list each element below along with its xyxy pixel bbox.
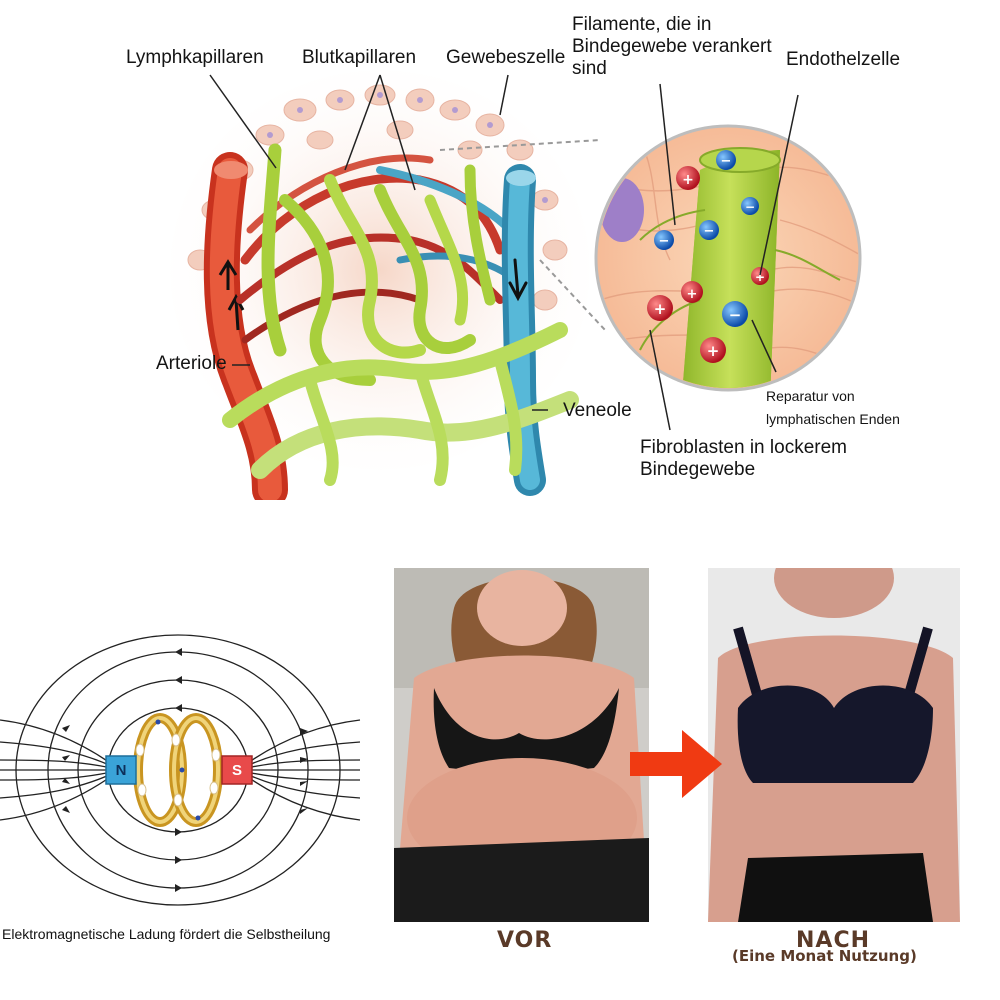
svg-text:+: +: [687, 287, 698, 302]
label-endothelzelle: Endothelzelle: [786, 49, 901, 70]
before-photo: [394, 568, 649, 922]
minus-charge: −: [722, 301, 748, 327]
magnet-caption: Elektromagnetische Ladung fördert die Se…: [2, 926, 331, 942]
label-gewebeszelle: Gewebeszelle: [446, 47, 566, 68]
north-label: N: [115, 762, 127, 779]
veneole-vessel: [376, 164, 546, 496]
label-filamente-line2: Bindegewebe verankert: [572, 36, 772, 57]
after-photo: [708, 568, 960, 922]
plus-charge: +: [700, 337, 726, 363]
plus-charge: +: [681, 281, 703, 303]
svg-text:+: +: [755, 270, 765, 284]
svg-text:−: −: [721, 154, 732, 169]
before-after-arrow: [630, 730, 722, 798]
label-filamente-line1: Filamente, die in: [572, 14, 712, 35]
after-sublabel: (Eine Monat Nutzung): [732, 947, 917, 965]
svg-text:−: −: [704, 224, 715, 239]
charge-particles: + − − − − + + + − +: [647, 150, 769, 363]
label-lymphkapillaren: Lymphkapillaren: [126, 47, 264, 68]
bracelet-pair: [133, 713, 223, 827]
after-label: NACH: [796, 928, 870, 953]
svg-text:−: −: [729, 306, 742, 324]
before-label: VOR: [497, 928, 553, 953]
north-magnet: [105, 755, 137, 785]
plus-charge: +: [676, 166, 700, 190]
minus-charge: −: [699, 220, 719, 240]
leader-lines: [209, 74, 799, 431]
label-filamente-line3: sind: [572, 58, 607, 79]
label-reparatur-line2: lymphatischen Enden: [766, 411, 900, 427]
capillary-diagram: + − − − − + + + − +: [170, 70, 862, 500]
minus-charge: −: [741, 197, 759, 215]
svg-text:−: −: [745, 200, 755, 214]
svg-text:+: +: [654, 300, 667, 318]
zoom-circle: [594, 124, 862, 392]
label-fibroblasten-line1: Fibroblasten in lockerem: [640, 437, 847, 458]
plus-charge: +: [647, 295, 673, 321]
arteriole-vessel: [203, 152, 288, 500]
label-arteriole: Arteriole: [156, 353, 227, 374]
svg-text:−: −: [659, 234, 670, 249]
svg-text:+: +: [682, 172, 694, 188]
svg-text:+: +: [707, 342, 720, 360]
minus-charge: −: [716, 150, 736, 170]
minus-charge: −: [654, 230, 674, 250]
label-veneole: Veneole: [563, 400, 632, 421]
south-label: S: [231, 762, 242, 779]
south-magnet: [221, 755, 253, 785]
plus-charge: +: [751, 267, 769, 285]
label-fibroblasten-line2: Bindegewebe: [640, 459, 756, 480]
label-blutkapillaren: Blutkapillaren: [302, 47, 417, 68]
lymph-capillaries: [222, 143, 579, 486]
label-reparatur-line1: Reparatur von: [766, 388, 855, 404]
magnetic-field-diagram: [0, 634, 361, 906]
